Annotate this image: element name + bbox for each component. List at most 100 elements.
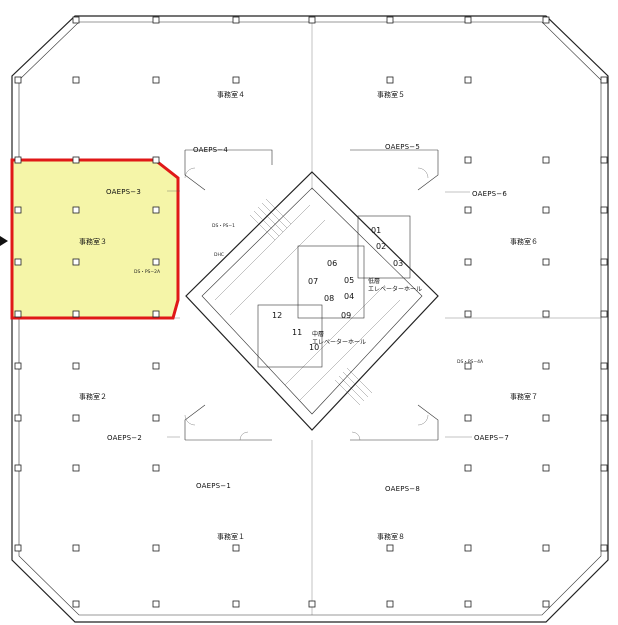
arrow-right-icon <box>0 236 8 246</box>
column <box>152 600 160 608</box>
column <box>600 206 608 214</box>
oaeps-4-label: OAEPS−4 <box>193 146 228 154</box>
column <box>72 258 80 266</box>
elevator-07: 07 <box>308 277 318 286</box>
column <box>464 310 472 318</box>
column <box>464 156 472 164</box>
core-wing <box>417 404 439 440</box>
column <box>14 156 22 164</box>
elevator-04: 04 <box>344 292 354 301</box>
column <box>600 310 608 318</box>
column <box>14 310 22 318</box>
oaeps-3-label: OAEPS−3 <box>106 188 141 196</box>
office-3-label: 事務室３ <box>79 237 107 246</box>
column <box>152 362 160 370</box>
column <box>14 362 22 370</box>
elevator-bank <box>257 215 411 368</box>
elevator-11: 11 <box>292 328 302 337</box>
column <box>152 258 160 266</box>
column <box>72 156 80 164</box>
column <box>542 206 550 214</box>
column <box>542 600 550 608</box>
column <box>464 544 472 552</box>
column <box>152 76 160 84</box>
office-2-label: 事務室２ <box>79 392 107 401</box>
elevator-01: 01 <box>371 226 381 235</box>
column <box>464 16 472 24</box>
ds-ps-1-label: DS・PS−1 <box>212 223 235 229</box>
column <box>600 258 608 266</box>
column <box>152 464 160 472</box>
column <box>72 16 80 24</box>
office-1-label: 事務室１ <box>217 532 245 541</box>
column <box>152 16 160 24</box>
oaeps-2-label: OAEPS−2 <box>107 434 142 442</box>
corridor-line <box>214 204 311 301</box>
column <box>308 600 316 608</box>
column <box>152 414 160 422</box>
column <box>14 76 22 84</box>
core-wall <box>185 149 273 165</box>
column <box>464 206 472 214</box>
column <box>542 16 550 24</box>
column <box>72 464 80 472</box>
column <box>542 156 550 164</box>
column <box>14 206 22 214</box>
column <box>152 310 160 318</box>
column <box>464 600 472 608</box>
column <box>232 16 240 24</box>
column <box>14 258 22 266</box>
column <box>232 600 240 608</box>
column <box>542 414 550 422</box>
oaeps-8-label: OAEPS−8 <box>385 485 420 493</box>
column-grid <box>14 16 608 608</box>
oaeps-7-label: OAEPS−7 <box>474 434 509 442</box>
column <box>464 258 472 266</box>
oaeps-5-label: OAEPS−5 <box>385 143 420 151</box>
column <box>464 76 472 84</box>
office-4-label: 事務室４ <box>217 90 245 99</box>
column <box>72 544 80 552</box>
column <box>464 362 472 370</box>
core-outline <box>185 171 439 431</box>
oaeps-6-label: OAEPS−6 <box>472 190 507 198</box>
column <box>600 464 608 472</box>
column <box>600 414 608 422</box>
column <box>14 464 22 472</box>
column <box>308 16 316 24</box>
core-wing <box>417 150 439 191</box>
column <box>72 310 80 318</box>
elevator-08: 08 <box>324 294 334 303</box>
column <box>152 544 160 552</box>
column <box>600 362 608 370</box>
oaeps-1-label: OAEPS−1 <box>196 482 231 490</box>
column <box>72 76 80 84</box>
column <box>386 600 394 608</box>
column <box>600 76 608 84</box>
column <box>232 544 240 552</box>
office-7-label: 事務室７ <box>510 392 538 401</box>
elevator-06: 06 <box>327 259 337 268</box>
elevator-03: 03 <box>393 259 403 268</box>
ds-ps-4a-label: DS・PS−4A <box>457 359 484 365</box>
hall-upper-label: 低層 エレベーターホール <box>368 277 422 293</box>
column <box>14 544 22 552</box>
column <box>72 414 80 422</box>
column <box>386 76 394 84</box>
column <box>542 362 550 370</box>
column <box>152 156 160 164</box>
door-swings <box>184 167 429 441</box>
core-inner-outline <box>201 187 423 415</box>
elevator-02: 02 <box>376 242 386 251</box>
column <box>72 362 80 370</box>
stairs-upper <box>249 198 292 241</box>
elevator-10: 10 <box>309 343 319 352</box>
elevator-05: 05 <box>344 276 354 285</box>
hall-lower-label: 中層 エレベーターホール <box>312 330 366 346</box>
column <box>14 414 22 422</box>
column <box>464 464 472 472</box>
elevator-09: 09 <box>341 311 351 320</box>
column <box>72 206 80 214</box>
column <box>542 310 550 318</box>
core-wing <box>184 404 206 440</box>
